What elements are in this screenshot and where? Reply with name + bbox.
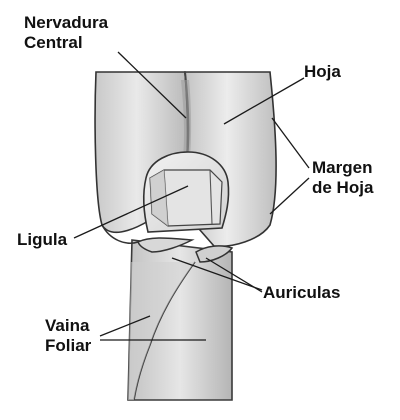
label-nervadura-central: Nervadura Central [24, 13, 108, 53]
midrib-shadow [181, 80, 192, 158]
label-ligula: Ligula [17, 230, 68, 249]
blade-left-lower-edge [101, 224, 139, 244]
leader-ligula [73, 185, 189, 239]
label-hoja: Hoja [304, 62, 341, 81]
leader-lines [73, 51, 310, 341]
label-margen-line2: de Hoja [312, 178, 374, 197]
leader-nervadura [117, 51, 187, 119]
label-nervadura-line1: Nervadura [24, 13, 109, 32]
sheath-overlap-shade [128, 262, 195, 400]
auricle-left [137, 237, 195, 253]
leader-auriculas-1 [171, 257, 263, 291]
label-vaina-line1: Vaina [45, 316, 90, 335]
ligule-top-shade [150, 170, 168, 226]
leader-vaina-1 [99, 315, 151, 337]
leader-hoja [223, 77, 305, 125]
label-nervadura-line2: Central [24, 33, 83, 52]
label-auriculas: Auriculas [263, 283, 341, 302]
leader-margen-1 [271, 117, 310, 169]
label-vaina-line2: Foliar [45, 336, 92, 355]
label-vaina-foliar: Vaina Foliar [45, 316, 91, 356]
label-margen-de-hoja: Margen de Hoja [312, 158, 373, 198]
auricle-right [195, 245, 234, 263]
leader-margen-2 [269, 177, 310, 215]
leader-auriculas-2 [205, 257, 263, 293]
label-margen-line1: Margen [312, 158, 373, 177]
